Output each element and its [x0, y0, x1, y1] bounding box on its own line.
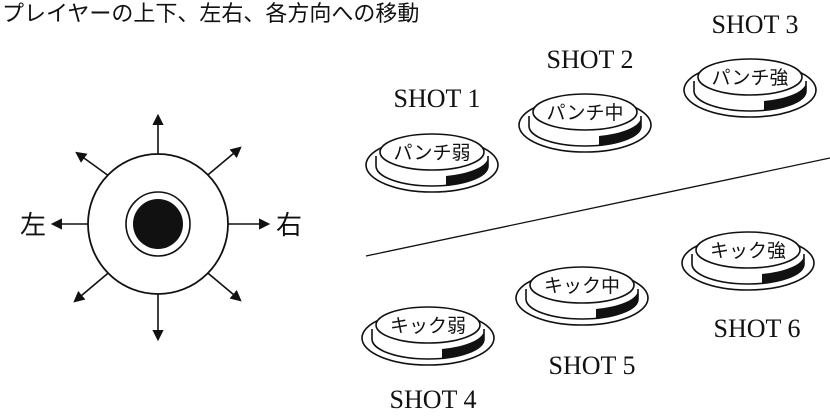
arrow-down-right-icon: [202, 268, 242, 302]
arrow-up-left-icon: [75, 151, 114, 180]
shot1-button-label: パンチ弱: [394, 142, 471, 164]
shot6-button: キック強: [681, 231, 815, 291]
left-label: 左: [20, 211, 46, 241]
arrow-down-left-icon: [73, 268, 114, 303]
divider-line: [365, 157, 830, 257]
shot3-button-label: パンチ強: [712, 67, 789, 89]
joystick-diagram: 左 右: [20, 113, 302, 342]
shot4-button: キック弱: [361, 306, 495, 366]
joystick-ball: [133, 199, 183, 249]
shot5-button: キック中: [515, 266, 649, 326]
shot1-button: パンチ弱: [365, 133, 499, 193]
shot6-button-label: キック強: [710, 240, 786, 262]
right-label: 右: [276, 211, 302, 241]
shot5-button-label: キック中: [544, 275, 620, 297]
shot1-name: SHOT 1: [394, 84, 481, 113]
shot2-button-label: パンチ中: [547, 102, 624, 124]
shot3-name: SHOT 3: [712, 10, 799, 39]
shot2-button: パンチ中: [518, 93, 652, 153]
arrow-up-right-icon: [202, 146, 242, 180]
shot4-button-label: キック弱: [390, 315, 466, 337]
movement-caption: プレイヤーの上下、左右、各方向への移動: [2, 2, 420, 27]
shot2-name: SHOT 2: [547, 45, 634, 74]
shot3-button: パンチ強: [683, 58, 817, 118]
shot4-name: SHOT 4: [390, 385, 477, 414]
shot6-name: SHOT 6: [714, 314, 801, 343]
shot5-name: SHOT 5: [549, 351, 636, 380]
